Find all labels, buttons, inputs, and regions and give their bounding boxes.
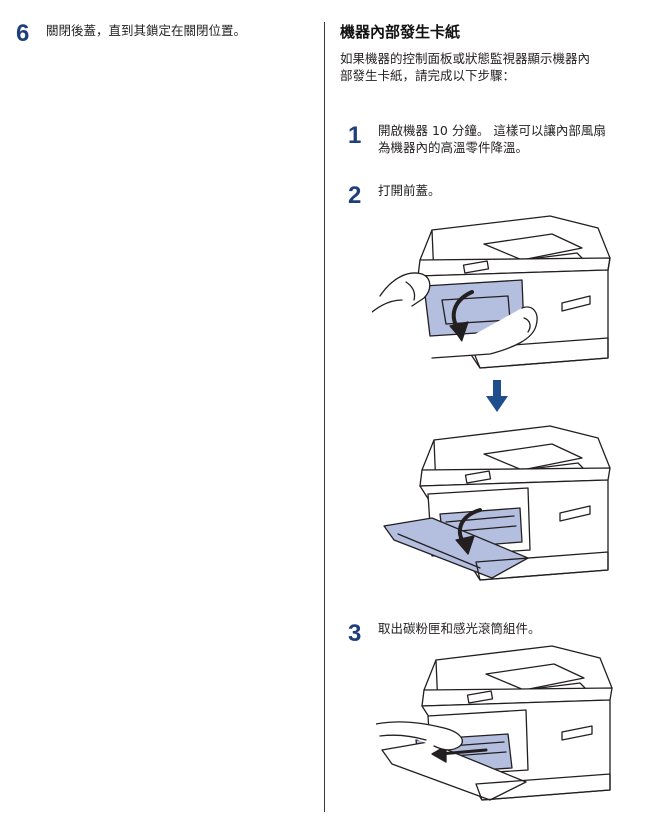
step-2-text: 打開前蓋。 — [378, 182, 638, 199]
printer-front-cover-closed-illustration — [372, 208, 620, 378]
printer-toner-drum-removal-illustration — [376, 640, 616, 810]
intro-line-2: 部發生卡紙，請完成以下步驟： — [340, 68, 516, 83]
step-1-number: 1 — [348, 122, 362, 149]
step-6-text: 關閉後蓋，直到其鎖定在關閉位置。 — [46, 23, 247, 38]
step-3-number: 3 — [348, 620, 362, 647]
step-2-number: 2 — [348, 182, 362, 209]
section-title: 機器內部發生卡紙 — [340, 23, 461, 41]
step-3-line-1: 取出碳粉匣和感光滾筒組件。 — [378, 621, 541, 636]
section-intro: 如果機器的控制面板或狀態監視器顯示機器內 部發生卡紙，請完成以下步驟： — [340, 50, 640, 84]
step-2-line-1: 打開前蓋。 — [378, 183, 441, 198]
step-6-number: 6 — [16, 20, 30, 47]
step-1-line-2: 為機器內的高溫零件降溫。 — [378, 140, 529, 155]
arrow-down-icon — [486, 380, 508, 414]
step-1-text: 開啟機器 10 分鐘。 這樣可以讓內部風扇 為機器內的高溫零件降溫。 — [378, 122, 648, 156]
column-divider — [324, 22, 325, 812]
printer-front-cover-open-illustration — [380, 418, 618, 594]
step-3-text: 取出碳粉匣和感光滾筒組件。 — [378, 620, 638, 637]
intro-line-1: 如果機器的控制面板或狀態監視器顯示機器內 — [340, 51, 591, 66]
step-1-line-1: 開啟機器 10 分鐘。 這樣可以讓內部風扇 — [378, 123, 606, 138]
